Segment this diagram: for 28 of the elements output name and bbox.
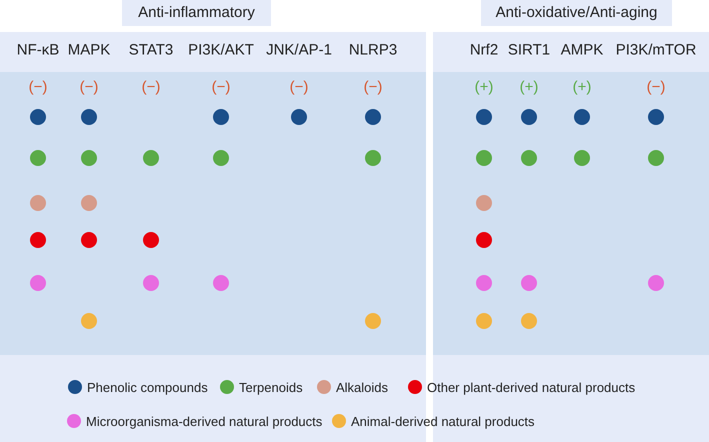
effect-sign: (+) bbox=[520, 80, 538, 94]
section-heading-tab: Anti-oxidative/Anti-aging bbox=[481, 0, 672, 26]
pathway-name: NLRP3 bbox=[348, 42, 398, 58]
legend-text: Terpenoids bbox=[239, 380, 303, 394]
legend-text: Alkaloids bbox=[336, 380, 388, 394]
effect-sign: (−) bbox=[212, 80, 230, 94]
pathway-name: Nrf2 bbox=[470, 42, 498, 58]
pathway-name: PI3K/mTOR bbox=[616, 42, 696, 58]
pathway-name: JNK/AP-1 bbox=[266, 42, 332, 58]
effect-sign: (−) bbox=[142, 80, 160, 94]
effect-sign: (−) bbox=[28, 80, 48, 94]
pathway-name: STAT3 bbox=[128, 42, 174, 58]
pathway-name: AMPK bbox=[560, 42, 604, 58]
effect-sign: (−) bbox=[290, 80, 308, 94]
pathway-name: SIRT1 bbox=[508, 42, 550, 58]
effect-sign: (+) bbox=[572, 80, 592, 94]
legend-text: Phenolic compounds bbox=[87, 380, 208, 394]
effect-sign: (−) bbox=[80, 80, 98, 94]
legend-text: Animal-derived natural products bbox=[351, 414, 535, 428]
pathway-name: MAPK bbox=[68, 42, 110, 58]
section-heading-tab: Anti-inflammatory bbox=[122, 0, 271, 26]
effect-sign: (−) bbox=[646, 80, 666, 94]
legend-text: Other plant-derived natural products bbox=[427, 380, 636, 394]
legend-text: Microorganisma-derived natural products bbox=[86, 414, 322, 428]
effect-sign: (−) bbox=[364, 80, 382, 94]
pathway-name: NF-κB bbox=[16, 42, 60, 58]
effect-sign: (+) bbox=[474, 80, 494, 94]
pathway-name: PI3K/AKT bbox=[188, 42, 254, 58]
